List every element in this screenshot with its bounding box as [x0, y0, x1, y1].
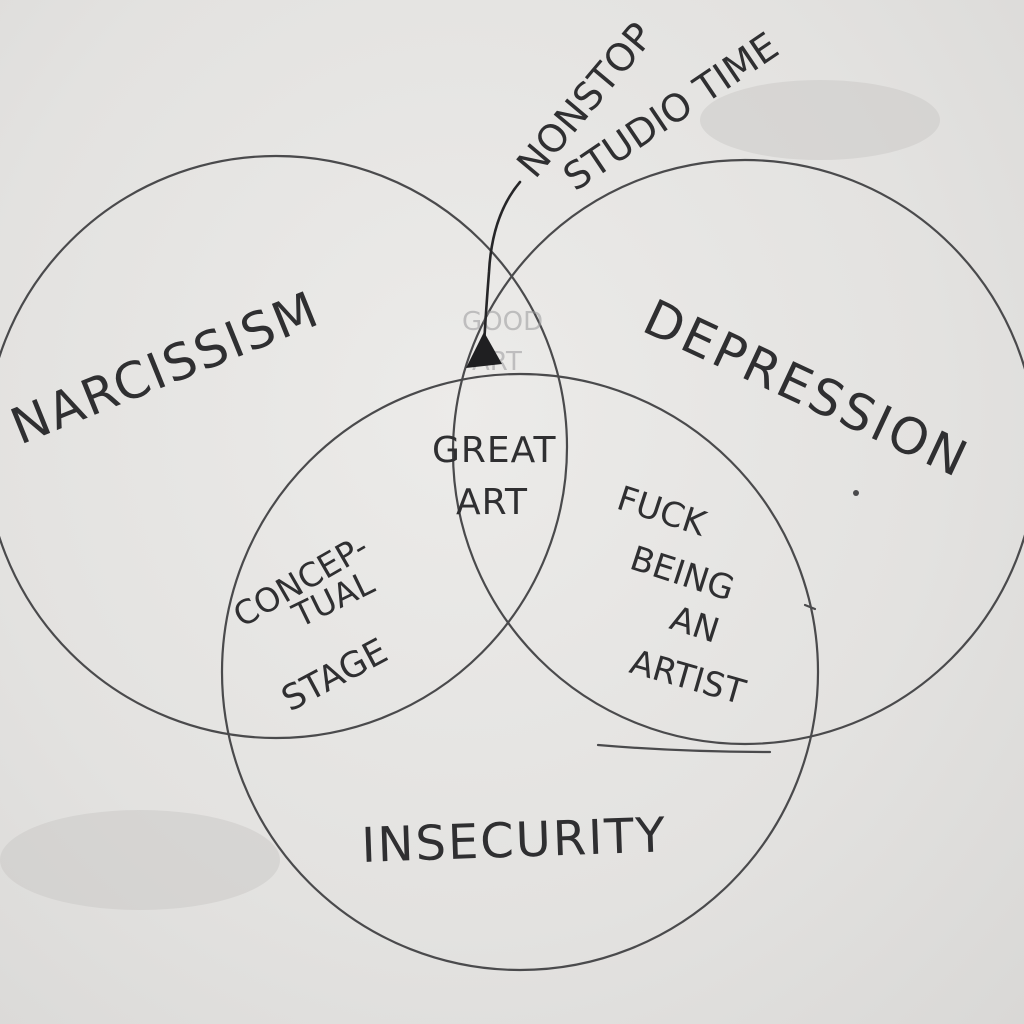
label-fuck-being-line3: AN — [665, 599, 724, 652]
paper-smudge — [700, 80, 940, 160]
paper-smudge — [0, 810, 280, 910]
stray-mark — [803, 603, 817, 611]
label-narcissism: NARCISSISM — [3, 280, 328, 456]
label-depression: DEPRESSION — [635, 288, 978, 489]
label-fuck-being-line4: ARTIST — [626, 642, 750, 713]
label-fuck-being-line2: BEING — [625, 539, 739, 610]
circle-insecurity — [220, 372, 820, 972]
label-great-art-line1: GREAT — [432, 430, 556, 471]
annotation-arrowhead — [466, 332, 502, 368]
label-fuck-being-line1: FUCK — [612, 479, 712, 546]
annotation-arrow-line — [482, 180, 522, 347]
label-insecurity: INSECURITY — [360, 807, 667, 874]
label-conceptual-line3: STAGE — [275, 631, 394, 720]
stray-dot — [853, 490, 859, 496]
label-good-art-line1: GOOD — [462, 307, 543, 337]
circle-depression — [451, 158, 1024, 746]
circle-narcissism — [0, 154, 569, 740]
stray-stroke — [596, 743, 772, 754]
label-great-art-line2: ART — [456, 482, 528, 523]
